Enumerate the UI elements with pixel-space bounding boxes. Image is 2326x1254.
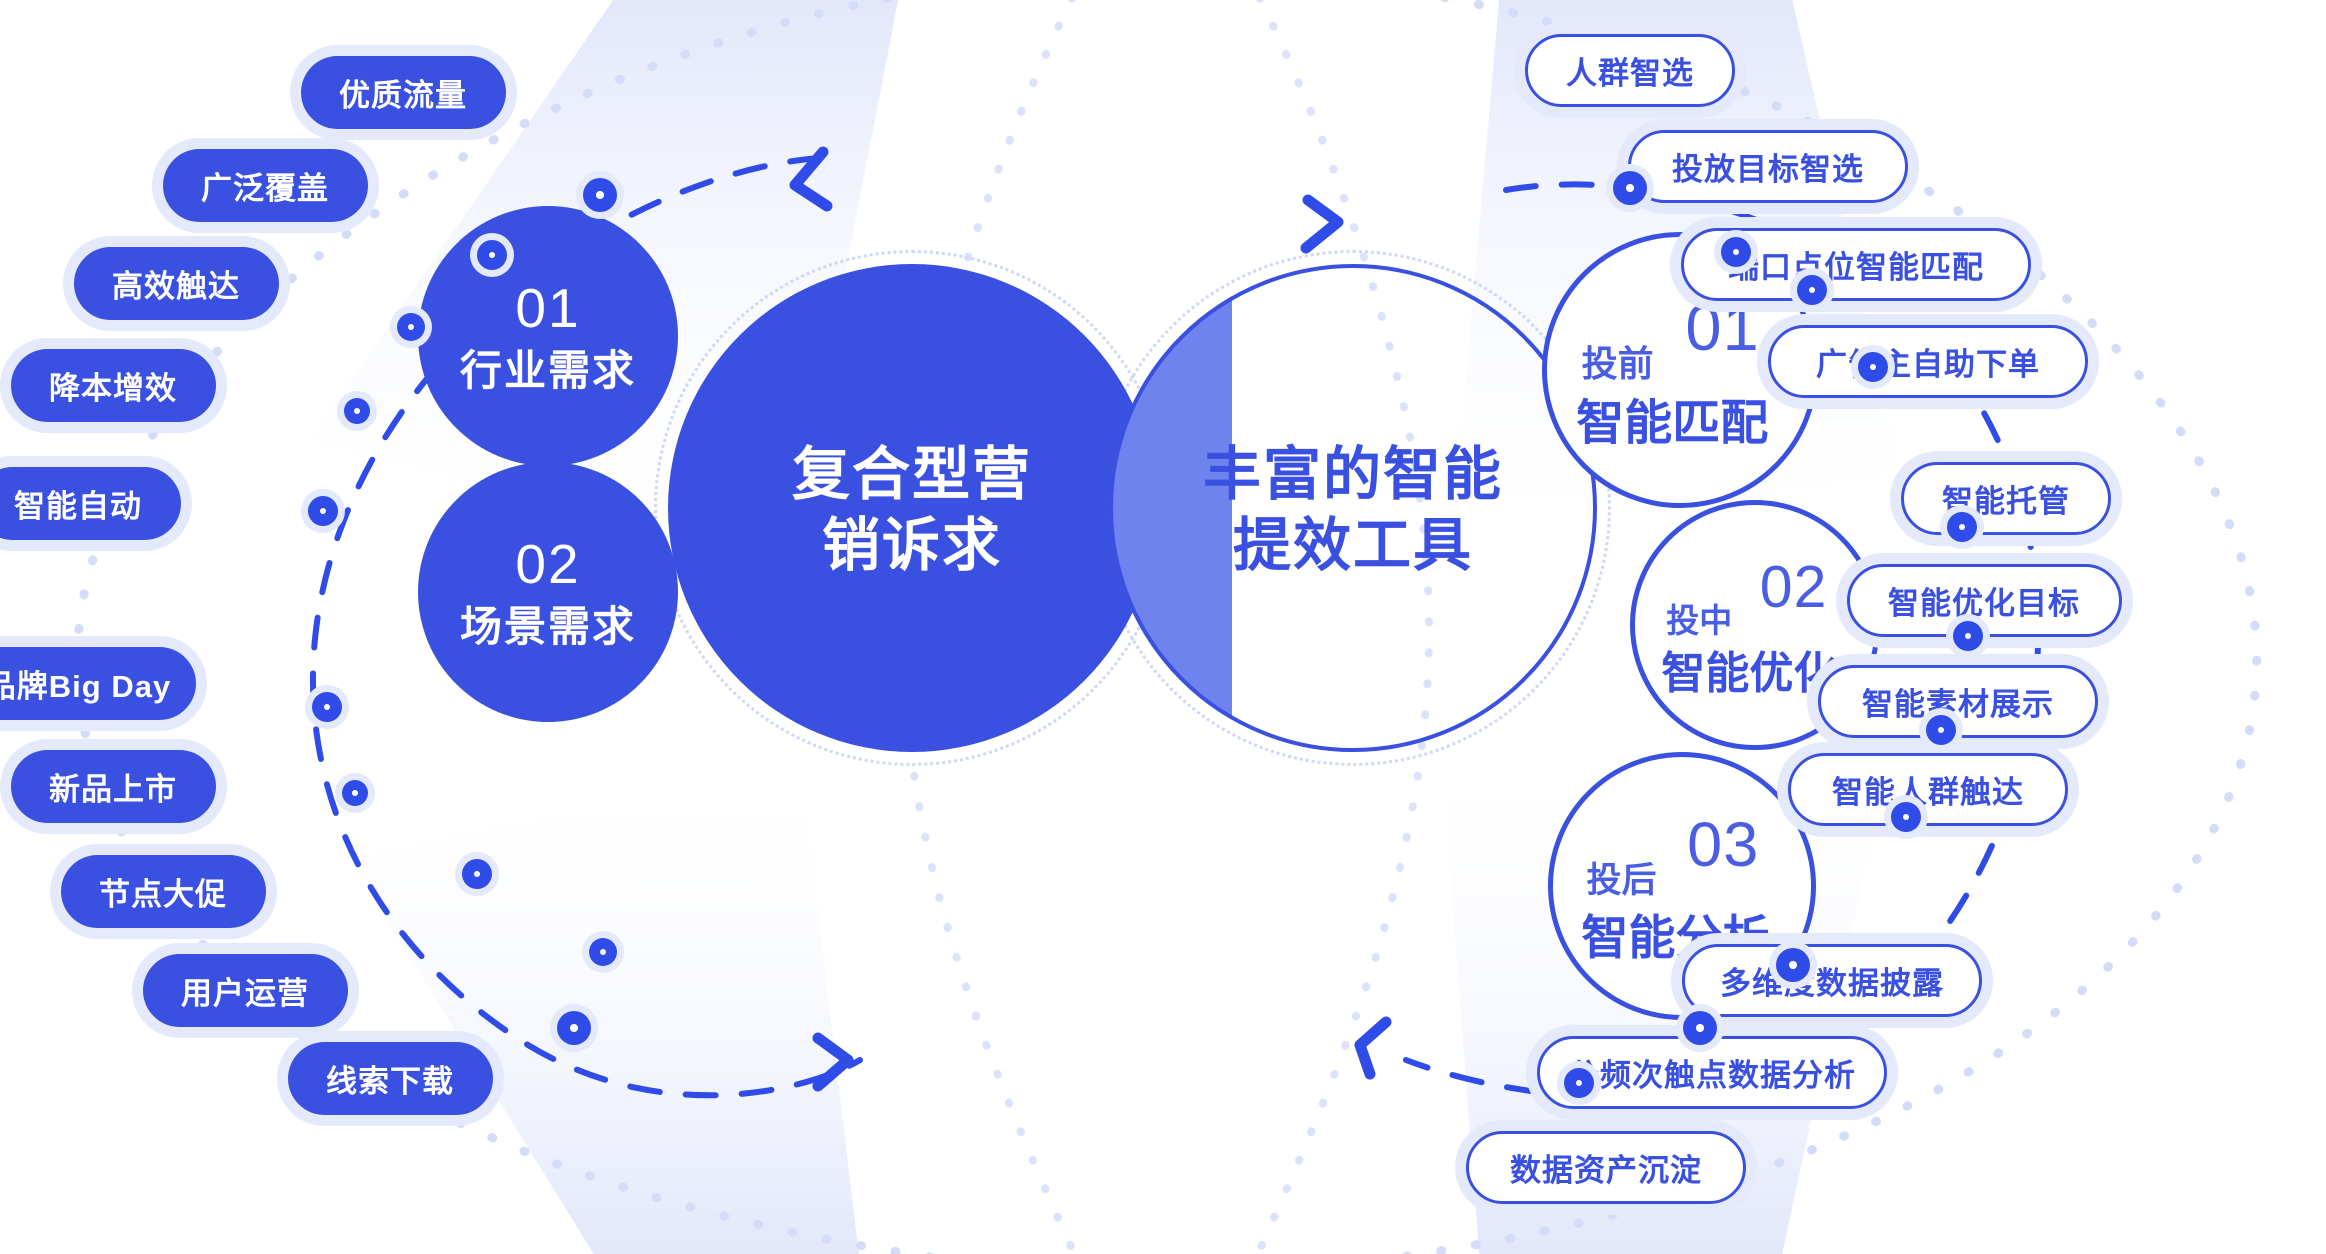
right-tag-5[interactable]: 智能托管 [1901,461,2111,535]
right-path-1-node-icon [1613,171,1647,205]
right-tag-1[interactable]: 人群智选 [1525,33,1735,107]
left-path-6-node-icon [312,692,342,722]
right-tag-7-label: 智能素材展示 [1862,686,2054,722]
left-tag-10[interactable]: 线索下载 [287,1041,493,1115]
left-tag-8-label: 节点大促 [99,876,227,912]
right-path-3-node-icon [1797,275,1827,305]
left-path-5-node-icon [308,496,338,526]
right-path-10-node-icon [1683,1011,1717,1045]
left-tag-6[interactable]: 品牌Big Day [0,646,196,720]
left-tag-9-label: 用户运营 [181,975,309,1011]
phase-01-stage: 投前 [1581,343,1654,385]
right-tag-2-label: 投放目标智选 [1672,151,1864,187]
left-path-1-node-icon [583,178,617,212]
left-tag-3[interactable]: 高效触达 [73,246,279,320]
left-node-industry-demand[interactable]: 01 行业需求 [418,206,678,466]
right-tag-2[interactable]: 投放目标智选 [1628,129,1908,203]
right-path-6-node-icon [1953,621,1983,651]
right-tag-4-label: 广告主自助下单 [1816,346,2040,382]
phase-02-number: 02 [1759,554,1828,620]
left-tag-7-label: 新品上市 [49,771,177,807]
left-tag-2-label: 广泛覆盖 [201,170,329,206]
right-path-2-node-icon [1721,237,1751,267]
right-tag-6[interactable]: 智能优化目标 [1846,563,2122,637]
left-node-2-number: 02 [515,532,581,595]
right-tag-10[interactable]: 分频次触点数据分析 [1537,1035,1887,1109]
right-tag-9-label: 多维度数据披露 [1720,965,1944,1001]
right-tag-8[interactable]: 智能人群触达 [1788,752,2068,826]
venn-left-circle [668,264,1156,752]
left-tag-1[interactable]: 优质流量 [300,55,506,129]
venn-left-label: 复合型营 销诉求 [791,442,1032,578]
arrow-left-top [789,146,833,212]
phase-02-label: 智能优化 [1661,649,1838,698]
left-node-1-number: 01 [515,276,581,339]
right-tag-7[interactable]: 智能素材展示 [1818,664,2098,738]
right-path-9-node-icon [1776,948,1810,982]
left-tag-5[interactable]: 智能自动 [0,466,181,540]
left-path-4-node-icon [344,398,370,424]
right-tag-3-label: 端口点位智能匹配 [1728,249,1984,285]
phase-01-number: 01 [1685,291,1760,365]
left-tag-4[interactable]: 降本增效 [10,348,216,422]
right-path-11-node-icon [1564,1068,1594,1098]
left-tag-1-label: 优质流量 [339,77,467,113]
left-node-2-caption: 场景需求 [459,602,636,650]
left-tag-2[interactable]: 广泛覆盖 [162,148,368,222]
left-tag-3-label: 高效触达 [112,268,240,304]
right-path-4-node-icon [1858,352,1888,382]
right-path-8-node-icon [1891,802,1921,832]
left-path-2-node-icon [477,240,507,270]
left-tag-4-label: 降本增效 [49,370,177,406]
right-path-7-node-icon [1926,715,1956,745]
phase-03-number: 03 [1687,809,1760,880]
left-path-3-node-icon [397,313,425,341]
left-tag-10-label: 线索下载 [326,1063,454,1099]
left-path-8-node-icon [462,859,492,889]
phase-01-label: 智能匹配 [1576,397,1769,451]
right-path-5-node-icon [1947,512,1977,542]
right-tag-8-label: 智能人群触达 [1832,774,2024,810]
right-tag-6-label: 智能优化目标 [1888,585,2080,621]
phase-03-stage: 投后 [1586,861,1657,901]
right-tag-4[interactable]: 广告主自助下单 [1768,324,2088,398]
left-node-1-caption: 行业需求 [459,346,636,394]
left-tag-9[interactable]: 用户运营 [142,953,348,1027]
left-tag-6-label: 品牌Big Day [0,668,172,704]
right-tag-1-label: 人群智选 [1566,55,1694,91]
left-path-9-node-icon [589,938,617,966]
left-tag-8[interactable]: 节点大促 [60,854,266,928]
right-tag-10-label: 分频次触点数据分析 [1568,1057,1856,1093]
venn-right-circle [1109,264,1597,752]
right-tag-9[interactable]: 多维度数据披露 [1682,943,1982,1017]
left-node-scenario-demand[interactable]: 02 场景需求 [418,462,678,722]
left-tag-7[interactable]: 新品上市 [10,749,216,823]
right-tag-11[interactable]: 数据资产沉淀 [1466,1130,1746,1204]
right-tag-11-label: 数据资产沉淀 [1510,1152,1702,1188]
left-tag-5-label: 智能自动 [14,488,142,524]
left-path-10-node-icon [557,1011,591,1045]
phase-02-stage: 投中 [1666,601,1733,639]
left-path-7-node-icon [342,780,368,806]
venn-right-label: 丰富的智能 提效工具 [1202,442,1503,578]
